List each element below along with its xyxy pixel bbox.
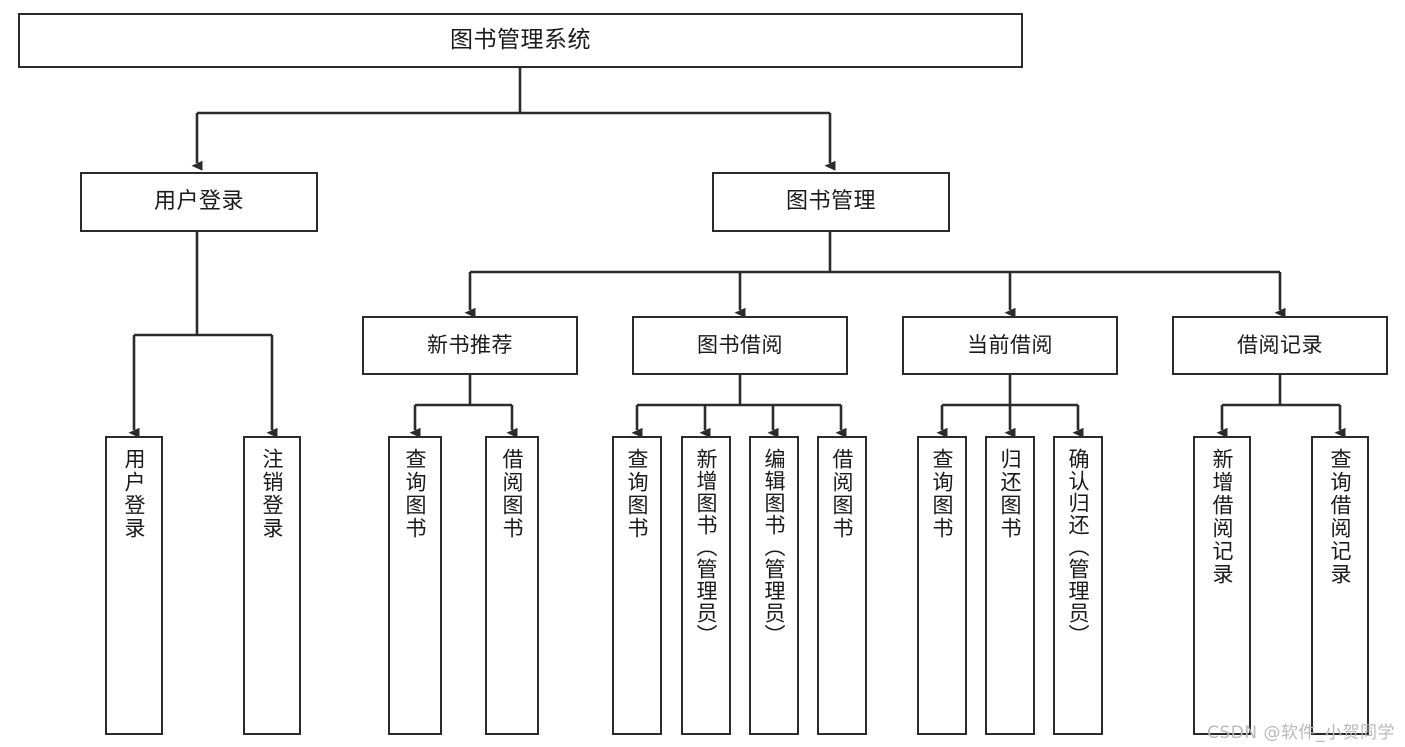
node-current-borrow[interactable]: 当前借阅: [902, 316, 1118, 375]
node-label: 新书推荐: [427, 332, 513, 357]
node-label: 图书管理系统: [450, 26, 591, 53]
node-label: 查询图书: [403, 448, 428, 540]
node-label: 用户登录: [153, 188, 244, 214]
node-label: 新增图书（管理员）: [694, 448, 719, 646]
node-book-management[interactable]: 图书管理: [712, 172, 950, 232]
node-user-login[interactable]: 用户登录: [80, 172, 318, 232]
node-new-book-recommend[interactable]: 新书推荐: [362, 316, 578, 375]
node-label: 确认归还（管理员）: [1066, 448, 1091, 646]
node-label: 借阅图书: [500, 448, 525, 540]
watermark-text: CSDN @软件_小贺同学: [1207, 723, 1395, 743]
node-label: 查询借阅记录: [1328, 448, 1353, 586]
node-label: 图书借阅: [697, 332, 783, 357]
node-leaf-edit-book-admin[interactable]: 编辑图书（管理员）: [749, 436, 799, 735]
node-label: 借阅记录: [1237, 332, 1323, 357]
node-label: 注销登录: [260, 448, 285, 540]
node-label: 新增借阅记录: [1210, 448, 1235, 586]
node-leaf-add-book-admin[interactable]: 新增图书（管理员）: [681, 436, 731, 735]
node-label: 归还图书: [998, 448, 1023, 540]
node-borrow-record[interactable]: 借阅记录: [1172, 316, 1388, 375]
node-label: 当前借阅: [967, 332, 1053, 357]
node-leaf-borrow-book-recommend[interactable]: 借阅图书: [485, 436, 539, 735]
node-leaf-user-login[interactable]: 用户登录: [105, 436, 163, 735]
node-label: 编辑图书（管理员）: [762, 448, 787, 646]
node-leaf-add-borrow-record[interactable]: 新增借阅记录: [1193, 436, 1251, 735]
node-leaf-query-borrow-record[interactable]: 查询借阅记录: [1311, 436, 1369, 735]
node-label: 借阅图书: [830, 448, 855, 540]
node-leaf-query-book-borrow[interactable]: 查询图书: [612, 436, 662, 735]
node-leaf-query-book-current[interactable]: 查询图书: [917, 436, 967, 735]
node-leaf-confirm-return-admin[interactable]: 确认归还（管理员）: [1053, 436, 1103, 735]
node-leaf-return-book[interactable]: 归还图书: [985, 436, 1035, 735]
node-label: 查询图书: [930, 448, 955, 540]
node-label: 图书管理: [785, 188, 876, 214]
node-leaf-logout[interactable]: 注销登录: [243, 436, 301, 735]
node-label: 查询图书: [625, 448, 650, 540]
node-book-borrow[interactable]: 图书借阅: [632, 316, 848, 375]
node-root-system[interactable]: 图书管理系统: [18, 13, 1023, 68]
node-leaf-borrow-book[interactable]: 借阅图书: [817, 436, 867, 735]
node-label: 用户登录: [122, 448, 147, 540]
node-leaf-query-book-recommend[interactable]: 查询图书: [388, 436, 442, 735]
